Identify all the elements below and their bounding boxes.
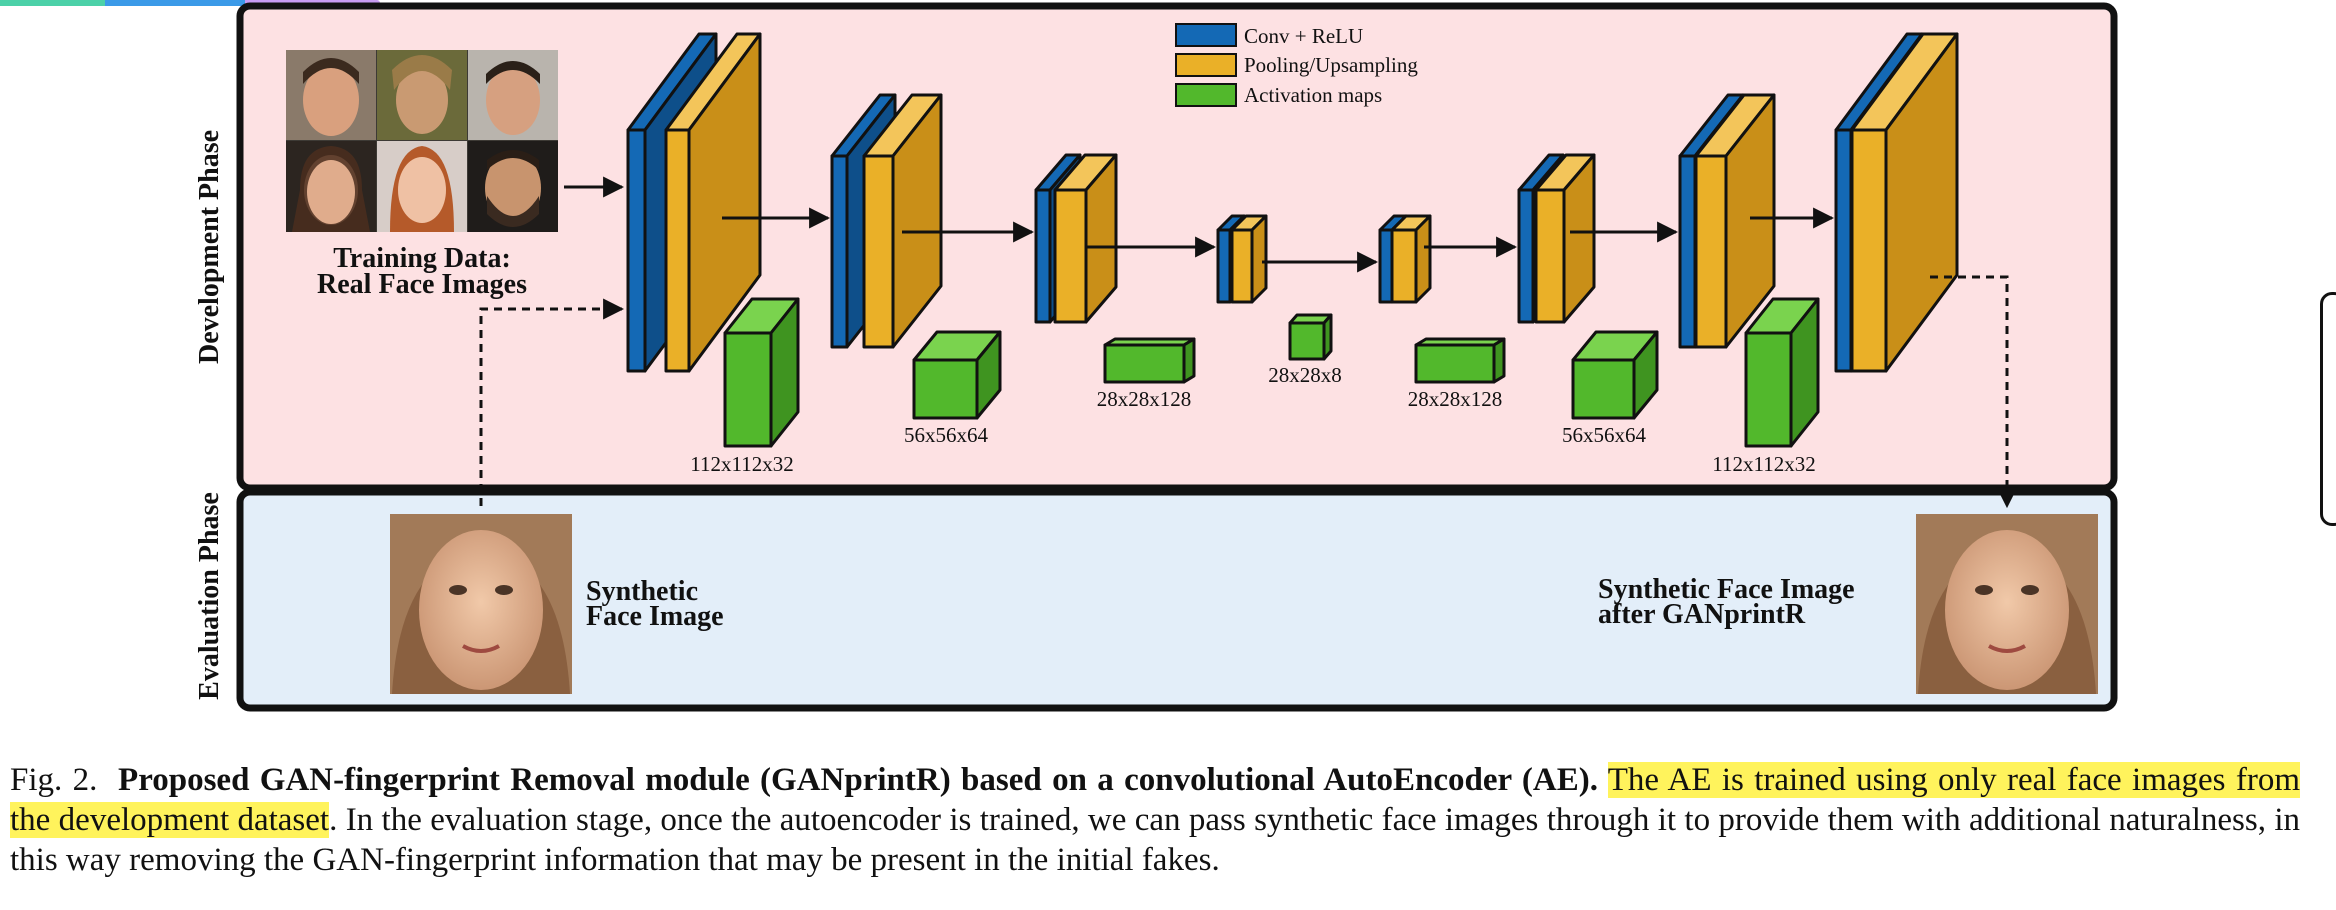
pool-block-8 [1850,32,1959,373]
dim-label-7: 112x112x32 [1712,452,1815,476]
side-scroll-tab[interactable] [2320,292,2336,526]
pool-block-3 [1053,153,1118,324]
legend-conv-swatch [1175,23,1237,47]
activation-dim-labels: 112x112x32 56x56x64 28x28x128 28x28x8 28… [690,363,1815,476]
progress-segment-1 [0,0,105,6]
legend-conv-label: Conv + ReLU [1244,24,1363,48]
face-photo-5 [377,141,467,232]
network-layers [626,32,1959,373]
face-photo-1 [286,50,376,140]
pool-block-1 [664,32,762,373]
pool-block-7 [1694,93,1776,349]
synthetic-output-label-line2: after GANprintR [1598,599,1806,630]
caption-rest: . In the evaluation stage, once the auto… [10,802,2300,878]
pool-block-4 [1230,214,1268,304]
activation-map-3 [1103,337,1196,384]
legend-activation-label: Activation maps [1244,83,1382,107]
architecture-figure: Development Phase Evaluation Phase Conv … [194,2,2118,712]
dim-label-4: 28x28x8 [1268,363,1342,387]
activation-maps [723,297,1820,448]
pool-block-5 [1390,214,1432,304]
activation-map-2 [912,330,1002,420]
dashed-path-output [1930,275,2018,509]
synthetic-output-face [1916,514,2098,694]
synthetic-input-label-line1: Synthetic [586,576,698,607]
dim-label-5: 28x28x128 [1408,387,1503,411]
figure-caption: Fig. 2. Proposed GAN-fingerprint Removal… [10,760,2300,880]
progress-segment-2 [105,0,245,6]
activation-map-1 [723,297,800,448]
training-data-label-line1: Training Data: [333,243,511,274]
synthetic-input-face [390,514,572,694]
training-face-grid [286,50,558,232]
legend-activation-swatch [1175,83,1237,107]
dim-label-2: 56x56x64 [904,423,989,447]
legend: Conv + ReLU Pooling/Upsampling Activatio… [1175,23,1418,107]
training-data-label-line2: Real Face Images [317,269,527,300]
dim-label-1: 112x112x32 [690,452,793,476]
caption-title: Proposed GAN-fingerprint Removal module … [118,762,1598,798]
pool-block-6 [1534,153,1596,324]
synthetic-output-label-line1: Synthetic Face Image [1598,574,1855,605]
activation-map-6 [1571,330,1659,420]
evaluation-panel [236,488,2118,712]
face-photo-6 [468,141,558,232]
dim-label-6: 56x56x64 [1562,423,1647,447]
activation-map-4 [1288,313,1333,361]
synthetic-input-label-line2: Face Image [586,601,724,632]
legend-pool-label: Pooling/Upsampling [1244,53,1418,77]
dim-label-3: 28x28x128 [1097,387,1192,411]
dashed-path-eval-input [479,298,625,506]
pool-block-2 [862,93,943,349]
forward-arrows [722,207,1835,273]
activation-map-7 [1744,297,1820,448]
activation-map-5 [1414,337,1506,384]
caption-fig-label: Fig. 2. [10,762,98,798]
face-photo-2 [377,50,467,140]
legend-pool-swatch [1175,53,1237,77]
face-photo-3 [468,50,558,140]
evaluation-phase-label: Evaluation Phase [194,492,225,700]
development-phase-label: Development Phase [194,130,225,364]
face-photo-4 [286,141,376,232]
